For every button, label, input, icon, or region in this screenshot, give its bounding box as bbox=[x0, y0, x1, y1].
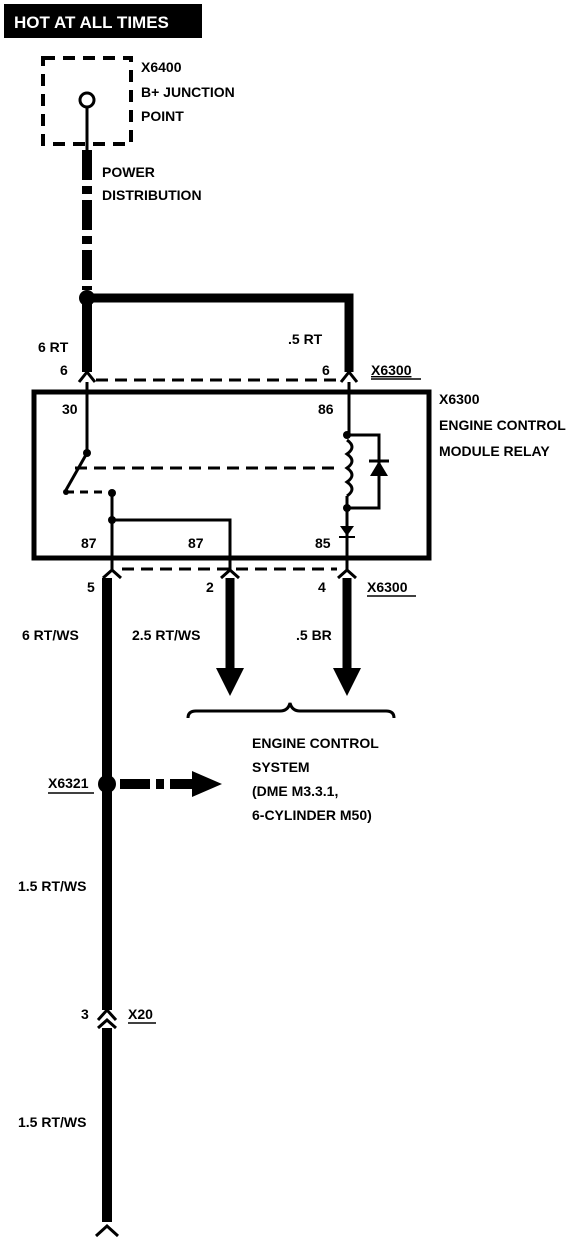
connector-bottom-pin-2-label: 2 bbox=[206, 579, 214, 595]
arrow-05br bbox=[333, 668, 361, 696]
relay-name-1: ENGINE CONTROL bbox=[439, 417, 566, 433]
relay-85-diode bbox=[340, 526, 354, 536]
wire-label-05br: .5 BR bbox=[296, 627, 332, 643]
connector-bottom-pin-1 bbox=[102, 567, 122, 580]
splice-id: X6321 bbox=[48, 775, 89, 791]
wire-label-bottom: 1.5 RT/WS bbox=[18, 1114, 86, 1130]
ecs-brace bbox=[186, 702, 396, 719]
wire-label-6rt: 6 RT bbox=[38, 339, 69, 355]
ecs-line-2: SYSTEM bbox=[252, 759, 310, 775]
power-dist-2: DISTRIBUTION bbox=[102, 187, 202, 203]
relay-coil bbox=[344, 438, 354, 498]
connector-x20-pin-label: 3 bbox=[81, 1006, 89, 1022]
arrow-25rtws bbox=[216, 668, 244, 696]
junction-desc-2: POINT bbox=[141, 108, 184, 124]
relay-switch-arm bbox=[64, 452, 89, 491]
junction-desc-1: B+ JUNCTION bbox=[141, 84, 235, 100]
wire-label-05rt: .5 RT bbox=[288, 331, 323, 347]
connector-top-pin-left-label: 6 bbox=[60, 362, 68, 378]
connector-x20-id: X20 bbox=[128, 1006, 153, 1022]
connector-bottom-pin-3 bbox=[337, 567, 357, 580]
junction-id: X6400 bbox=[141, 59, 182, 75]
splice-x6321 bbox=[98, 775, 116, 793]
connector-top-pin-left bbox=[77, 369, 97, 383]
junction-box bbox=[41, 56, 133, 146]
power-dist-1: POWER bbox=[102, 164, 155, 180]
relay-pin-30: 30 bbox=[62, 401, 78, 417]
connector-x20-socket bbox=[97, 1017, 117, 1030]
relay-87-bridge bbox=[112, 518, 232, 570]
ecs-line-4: 6-CYLINDER M50) bbox=[252, 807, 372, 823]
relay-name-2: MODULE RELAY bbox=[439, 443, 550, 459]
relay-diode-icon bbox=[370, 461, 388, 476]
splice-branch-arrow bbox=[192, 771, 222, 797]
relay-pin-86: 86 bbox=[318, 401, 334, 417]
wire-label-6rtws: 6 RT/WS bbox=[22, 627, 79, 643]
wire-label-25rtws: 2.5 RT/WS bbox=[132, 627, 200, 643]
relay-pin-85: 85 bbox=[315, 535, 331, 551]
connector-bottom-pin-2 bbox=[220, 567, 240, 580]
continuation-icon bbox=[94, 1223, 120, 1238]
header-box bbox=[4, 4, 202, 38]
ecs-line-3: (DME M3.3.1, bbox=[252, 783, 338, 799]
connector-bottom-pin-1-label: 5 bbox=[87, 579, 95, 595]
connector-x20-pin bbox=[96, 1007, 118, 1022]
relay-pin-87b: 87 bbox=[188, 535, 204, 551]
connector-top-pin-right-label: 6 bbox=[322, 362, 330, 378]
connector-top-id: X6300 bbox=[371, 362, 412, 378]
relay-id: X6300 bbox=[439, 391, 480, 407]
ecs-line-1: ENGINE CONTROL bbox=[252, 735, 379, 751]
connector-bottom-pin-3-label: 4 bbox=[318, 579, 326, 595]
wire-05rt bbox=[92, 293, 354, 372]
wire-label-after-splice: 1.5 RT/WS bbox=[18, 878, 86, 894]
header-title: HOT AT ALL TIMES bbox=[14, 13, 169, 32]
junction-terminal bbox=[78, 91, 96, 109]
connector-top-pin-right bbox=[339, 369, 359, 383]
connector-bottom-id: X6300 bbox=[367, 579, 408, 595]
relay-pin-87a: 87 bbox=[81, 535, 97, 551]
